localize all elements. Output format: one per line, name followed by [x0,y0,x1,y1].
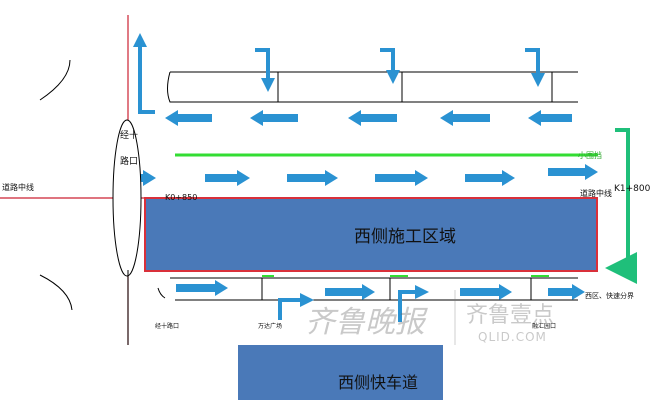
watermark: 齐鲁晚报 齐鲁壹点 QLID.COM [305,290,554,345]
turn-arrow-topleft [138,45,155,114]
bottom-eastbound-arrows [176,280,585,300]
green-line-label: 小围挡 [578,150,602,160]
fast-lane-box [238,345,443,400]
top-turn-arrows [255,48,545,92]
intersection-label-2: 路口 [120,155,138,167]
turn-arrow-topleft-head [133,33,147,47]
curb-top-left [39,59,71,101]
bottom-label-1: 经十路口 [155,322,179,330]
watermark-text-cn2: 齐鲁壹点 [466,303,554,328]
bottom-label-3: 融汇园口 [532,322,556,330]
bottom-road-edge [157,287,578,301]
road-center-right-label: 道路中线 [580,188,612,198]
stake-label: K1+800 [614,184,650,194]
stake-left-label: K0+850 [165,193,197,202]
road-center-left-label: 道路中线 [2,182,34,192]
westbound-arrows [165,110,572,126]
top-lane-line [167,71,578,103]
intersection-label-1: 经十 [120,129,138,141]
bottom-label-2: 万达广场 [258,322,282,330]
watermark-text-en: QLID.COM [478,330,547,344]
eastbound-arrows [126,164,598,186]
fast-lane-label: 西侧快车道 [338,373,418,392]
bottom-label-4: 西区、快速分界 [585,291,634,300]
construction-zone-label: 西侧施工区域 [354,227,456,247]
construction-zone [144,197,598,272]
teal-bracket-arrow [605,128,637,284]
bottom-turn-arrows [278,285,429,322]
intersection-ellipse [112,119,142,277]
curb-bottom-left [39,274,73,311]
watermark-text-cn: 齐鲁晚报 [305,305,428,340]
